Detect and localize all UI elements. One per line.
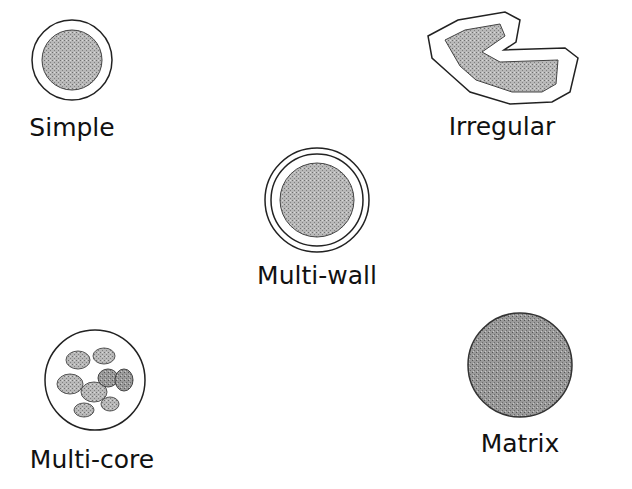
core-particle bbox=[57, 374, 83, 394]
core-particle bbox=[74, 403, 94, 417]
matrix-particle bbox=[468, 313, 572, 417]
inner-wall bbox=[271, 154, 363, 246]
capsule-core bbox=[280, 163, 354, 237]
capsule-type-label: Multi-wall bbox=[257, 262, 377, 290]
simple-capsule bbox=[32, 20, 112, 100]
capsule-type-label: Multi-core bbox=[30, 446, 154, 474]
core-particle bbox=[93, 348, 115, 364]
multi-core-capsule bbox=[45, 330, 145, 430]
capsule-type-label: Simple bbox=[29, 114, 114, 142]
core-particle bbox=[115, 369, 133, 391]
irregular-capsule bbox=[428, 12, 578, 104]
multi-wall-capsule bbox=[265, 148, 369, 252]
capsule-type-label: Matrix bbox=[481, 430, 560, 458]
matrix-sphere bbox=[468, 313, 572, 417]
capsule-wall bbox=[32, 20, 112, 100]
core-particle bbox=[101, 397, 119, 411]
outer-wall bbox=[265, 148, 369, 252]
capsule-wall bbox=[428, 12, 578, 104]
capsule-core bbox=[445, 24, 558, 92]
capsule-core bbox=[42, 30, 102, 90]
core-particle bbox=[66, 351, 90, 369]
capsule-wall bbox=[45, 330, 145, 430]
capsule-type-label: Irregular bbox=[449, 113, 556, 141]
